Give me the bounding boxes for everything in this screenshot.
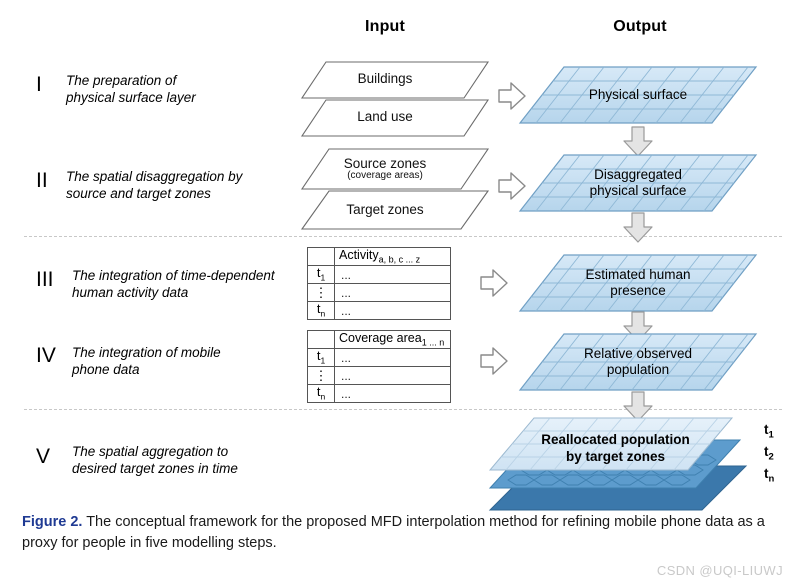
input-sheet-buildings: Buildings	[300, 60, 490, 99]
figure-caption-text: The conceptual framework for the propose…	[22, 514, 765, 552]
step-numeral-5: V	[36, 445, 51, 468]
time-tick-t2: t2	[764, 444, 774, 463]
separator-line-2	[24, 409, 782, 410]
arrow-down-step-2	[621, 212, 655, 244]
table-cell-value: ...	[334, 366, 451, 385]
table-cell-value: ...	[334, 265, 451, 284]
output-surface-estimated-presence: Estimated human presence	[518, 252, 758, 314]
step-numeral-1: I	[36, 73, 42, 96]
step-description-4: The integration of mobile phone data	[72, 345, 221, 378]
output-stacked-layers: Reallocated population by target zones	[488, 414, 788, 511]
table-row: t1 ...	[307, 265, 451, 284]
time-tick-tn: tn	[764, 466, 775, 485]
time-tick-t1: t1	[764, 422, 774, 441]
table-row: t1 ...	[307, 348, 451, 367]
step-numeral-3: III	[36, 268, 54, 291]
column-header-input: Input	[364, 18, 406, 35]
table-row-label-ellipsis: ⋮	[307, 283, 335, 302]
table-row: tn ...	[307, 384, 451, 403]
figure-diagram: Input Output I The preparation of physic…	[24, 18, 782, 511]
output-surface-relative-population: Relative observed population	[518, 331, 758, 393]
step-numeral-4: IV	[36, 344, 56, 367]
table-row-label-tn: tn	[307, 301, 335, 320]
arrow-right-step-1	[497, 80, 527, 112]
table-cell-value: ...	[334, 283, 451, 302]
input-sheet-source-zones: Source zones (coverage areas)	[300, 147, 490, 190]
arrow-right-step-4	[479, 345, 509, 377]
arrow-down-step-1	[621, 126, 655, 158]
arrow-down-step-4	[621, 391, 655, 423]
coverage-area-data-table: Coverage area1 ... n t1 ... ⋮ ... tn ...	[307, 330, 451, 403]
table-cell-value: ...	[334, 348, 451, 367]
input-sheet-land-use: Land use	[300, 98, 490, 137]
table-row: ⋮ ...	[307, 366, 451, 385]
table-row: ⋮ ...	[307, 283, 451, 302]
arrow-right-step-2	[497, 170, 527, 202]
table-header-row: Coverage area1 ... n	[307, 330, 451, 349]
table-row-label-ellipsis: ⋮	[307, 366, 335, 385]
table-header-activity: Activitya, b, c ... z	[334, 247, 451, 266]
table-header-coverage-area: Coverage area1 ... n	[334, 330, 451, 349]
step-description-2: The spatial disaggregation by source and…	[66, 169, 243, 202]
table-row-label-tn: tn	[307, 384, 335, 403]
table-row: tn ...	[307, 301, 451, 320]
watermark-text: CSDN @UQI-LIUWJ	[656, 563, 783, 578]
table-corner-cell	[307, 330, 335, 349]
table-cell-value: ...	[334, 301, 451, 320]
separator-line-1	[24, 236, 782, 237]
figure-caption-label: Figure 2.	[22, 514, 83, 530]
step-numeral-2: II	[36, 169, 48, 192]
table-row-label-t1: t1	[307, 265, 335, 284]
output-surface-physical: Physical surface	[518, 64, 758, 126]
figure-caption: Figure 2. The conceptual framework for t…	[22, 512, 782, 554]
activity-data-table: Activitya, b, c ... z t1 ... ⋮ ... tn ..…	[307, 247, 451, 320]
output-surface-disaggregated: Disaggregated physical surface	[518, 152, 758, 214]
table-cell-value: ...	[334, 384, 451, 403]
arrow-right-step-3	[479, 267, 509, 299]
table-corner-cell	[307, 247, 335, 266]
step-description-3: The integration of time-dependent human …	[72, 268, 275, 301]
input-sheet-target-zones: Target zones	[300, 189, 490, 230]
table-header-row: Activitya, b, c ... z	[307, 247, 451, 266]
column-header-output: Output	[613, 18, 667, 35]
table-row-label-t1: t1	[307, 348, 335, 367]
step-description-5: The spatial aggregation to desired targe…	[72, 444, 238, 477]
step-description-1: The preparation of physical surface laye…	[66, 73, 196, 106]
